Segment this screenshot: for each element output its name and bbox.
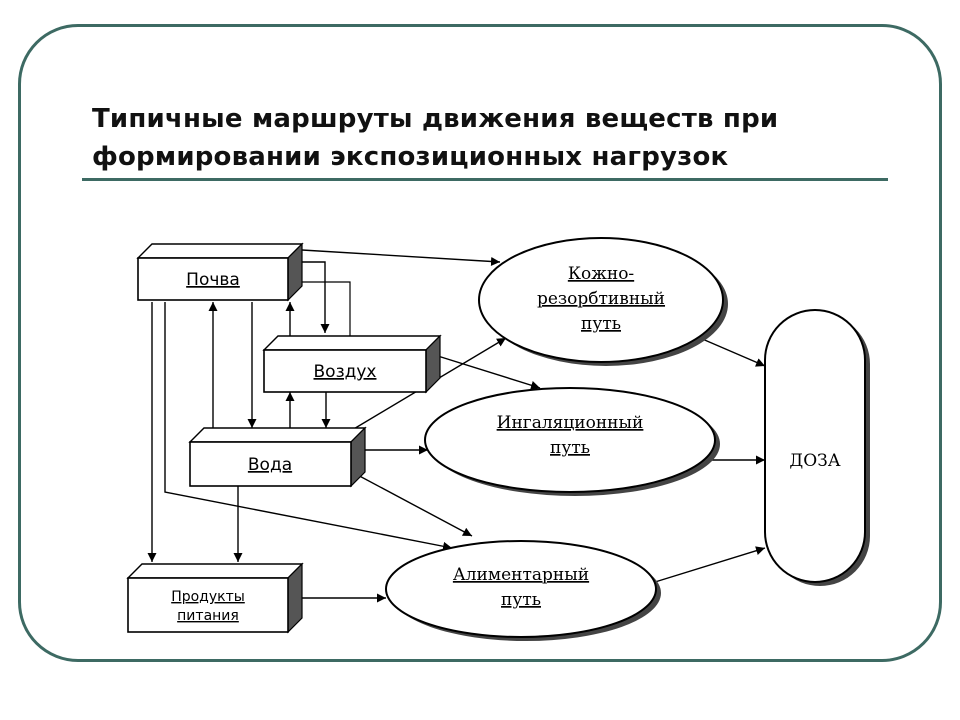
water-label: Вода [248,455,292,475]
arrow-soil-inhalation [302,281,351,342]
arrow-soil-air [302,261,330,333]
slide-frame [18,24,942,662]
arrow-soil-dermal [301,249,501,266]
slide-title: Типичные маршруты движения веществ при ф… [92,100,892,176]
node-dermal-pathway: Кожно- резорбтивный путь [478,237,728,366]
node-water: Вода [188,426,367,488]
inhalation-label-line2: путь [550,438,590,458]
connectors [147,249,766,603]
node-food: Продукты питания [126,562,304,634]
node-alimentary-pathway: Алиментарный путь [385,540,661,641]
food-label-line2: питания [177,608,239,624]
title-underline [82,178,888,181]
food-label-line1: Продукты [171,589,245,605]
dermal-label-line1: Кожно- [568,264,634,284]
title-line-2: формировании экспозиционных нагрузок [92,142,729,172]
dermal-label-line3: путь [581,314,621,334]
air-label: Воздух [314,362,377,382]
alimentary-label-line2: путь [501,590,541,610]
soil-label: Почва [186,270,240,290]
arrow-air-inhalation [424,351,541,390]
node-inhalation-pathway: Ингаляционный путь [424,387,720,496]
title-line-1: Типичные маршруты движения веществ при [92,104,779,134]
arrow-soil-alimentary [164,302,453,551]
inhalation-label-line1: Ингаляционный [497,413,644,433]
dose-label: ДОЗА [789,451,840,471]
arrow-dermal-dose [699,337,766,367]
arrow-alimentary-dose [654,546,766,583]
node-soil: Почва [136,242,304,302]
node-air: Воздух [262,334,442,394]
node-dose: ДОЗА [764,309,870,586]
arrow-water-alimentary [351,471,473,537]
dermal-label-line2: резорбтивный [537,289,665,309]
alimentary-label-line1: Алиментарный [453,565,589,585]
